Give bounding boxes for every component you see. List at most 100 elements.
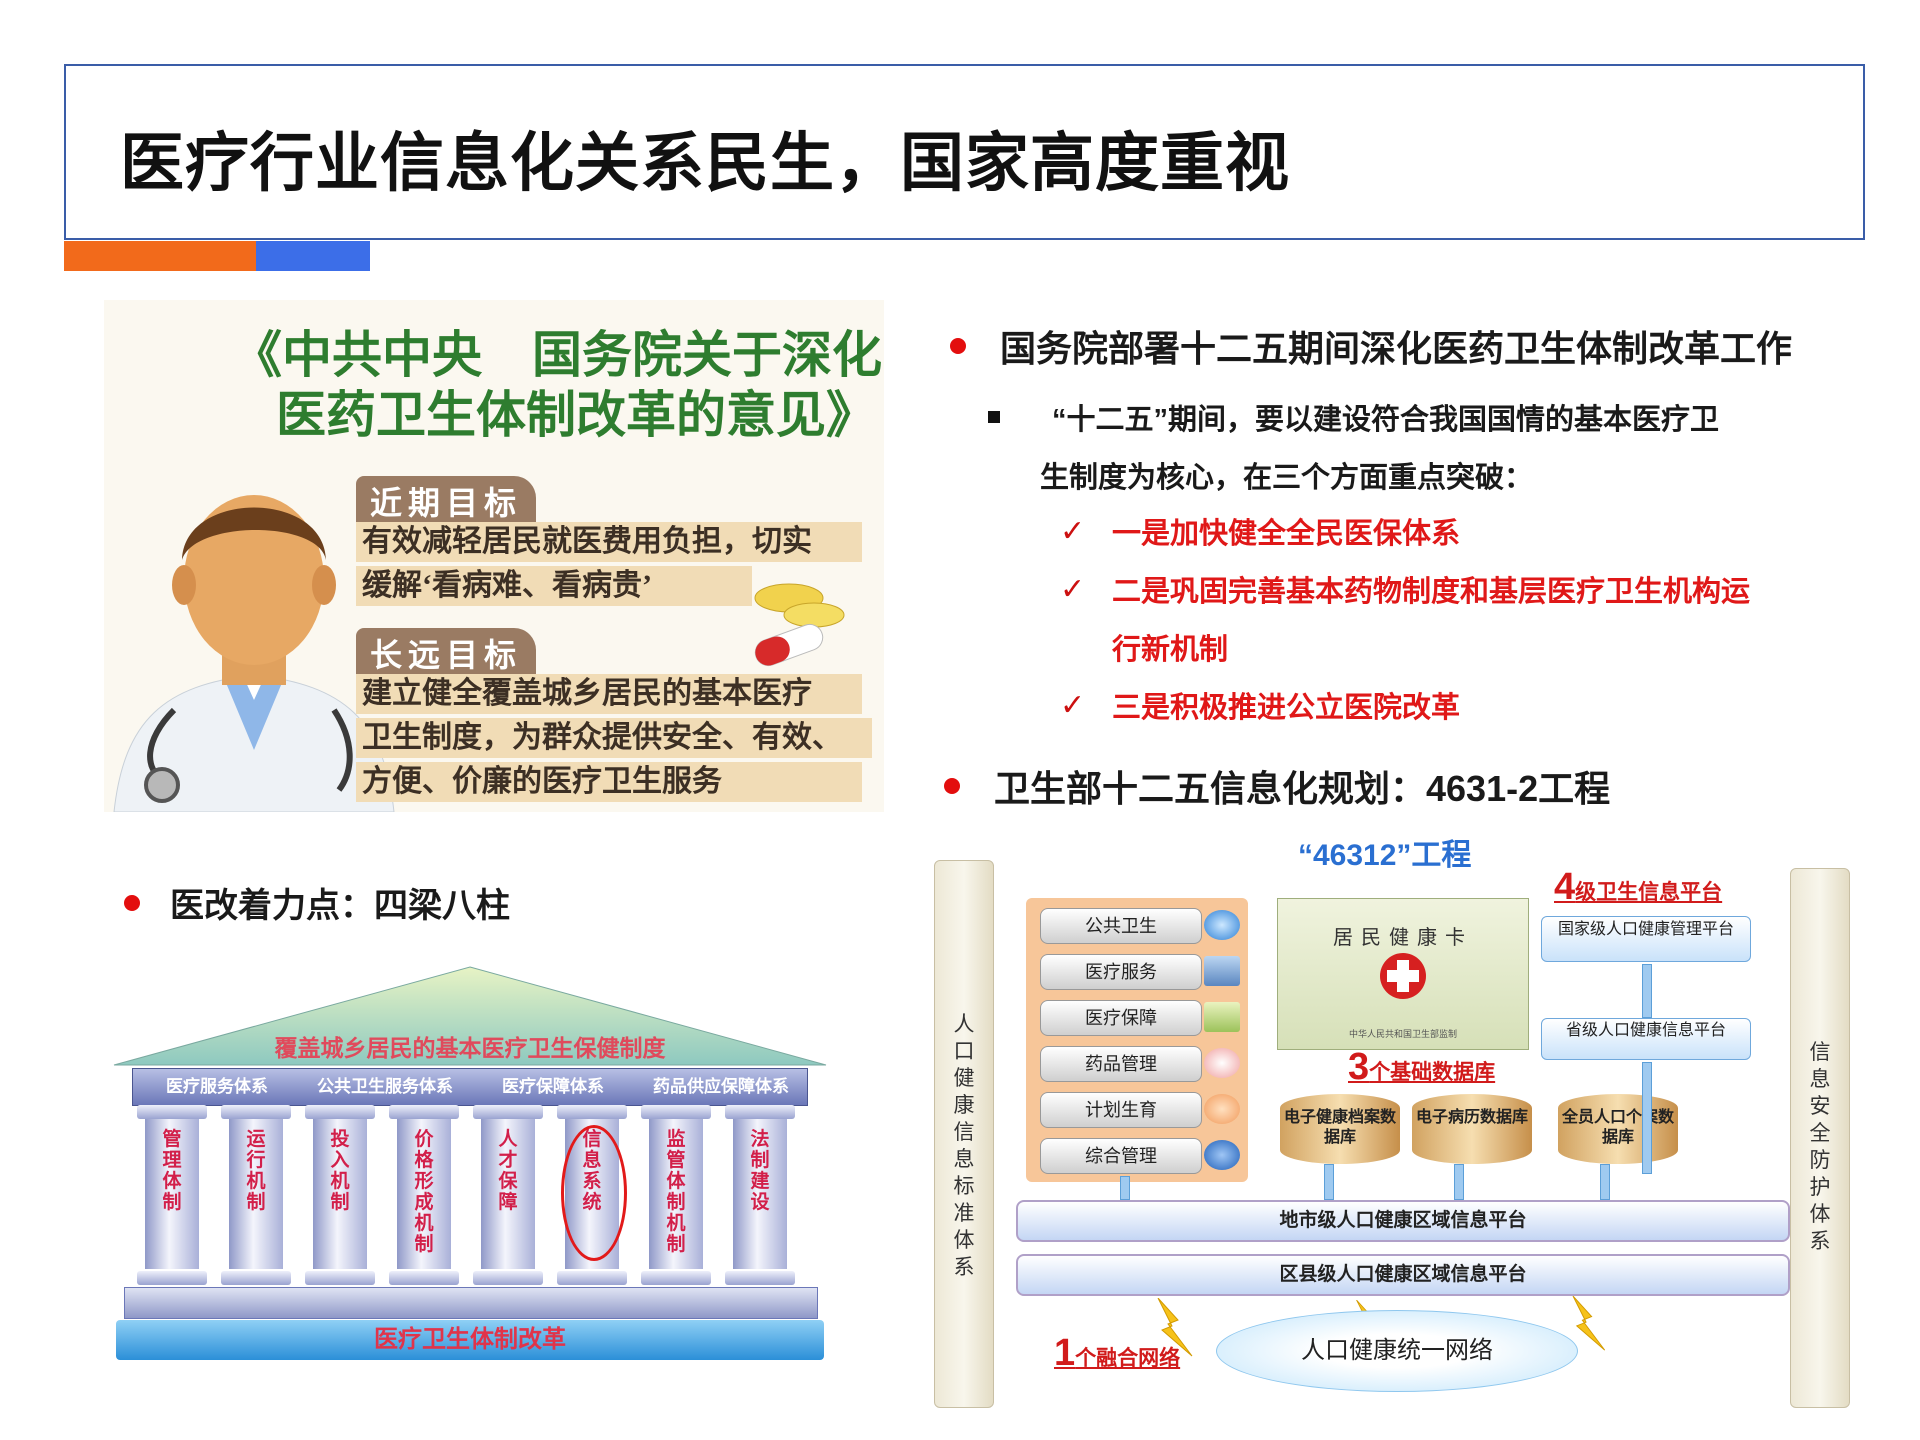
security-system-column: 信息安全防护体系 xyxy=(1790,868,1850,1408)
long-term-tag: 长远目标 xyxy=(356,628,537,678)
platform-count: 4 xyxy=(1554,866,1576,908)
medicine-icon xyxy=(1204,1048,1240,1078)
pillar-label: 人才保障 xyxy=(498,1129,518,1213)
arrow-vertical xyxy=(1120,1176,1130,1200)
checkmark-icon: ✓ xyxy=(1060,572,1086,606)
unified-network-cloud: 人口健康统一网络 xyxy=(1216,1310,1578,1392)
menu-item-medical-service: 医疗服务 xyxy=(1040,954,1202,990)
lightning-icon xyxy=(1572,1296,1606,1351)
beam-label: 医疗服务体系 xyxy=(166,1077,268,1096)
database-emr: 电子病历数据库 xyxy=(1412,1094,1532,1164)
pillar-label: 管理体制 xyxy=(162,1129,182,1213)
menu-item-general-management: 综合管理 xyxy=(1040,1138,1202,1174)
pillar-label: 监管体制机制 xyxy=(666,1129,686,1255)
database-ehr: 电子健康档案数据库 xyxy=(1280,1094,1400,1164)
temple-pillar: 人才保障 xyxy=(473,1105,543,1285)
policy-heading-line2: 医药卫生体制改革的意见》 xyxy=(276,387,876,443)
card-subtitle: 中华人民共和国卫生部监制 xyxy=(1348,1029,1457,1039)
near-term-line: 有效减轻居民就医费用负担，切实 xyxy=(356,522,862,562)
arrow-vertical xyxy=(1324,1164,1334,1200)
pillar-label: 法制建设 xyxy=(750,1129,770,1213)
base-label: 医疗卫生体制改革 xyxy=(374,1326,566,1353)
network-label: 个融合网络 xyxy=(1075,1347,1181,1370)
county-platform-bar: 区县级人口健康区域信息平台 xyxy=(1016,1254,1790,1296)
arrow-vertical xyxy=(1642,964,1652,1018)
near-term-line: 缓解‘看病难、看病贵’ xyxy=(356,566,752,606)
temple-beam: 医疗服务体系 公共卫生服务体系 医疗保障体系 药品供应保障体系 xyxy=(132,1068,808,1106)
bullet-text: 卫生部十二五信息化规划：4631-2工程 xyxy=(994,768,1611,809)
sub-bullet-line2: 生制度为核心，在三个方面重点突破： xyxy=(1040,454,1533,496)
province-platform: 省级人口健康信息平台 xyxy=(1541,1018,1751,1060)
check-text: 三是积极推进公立医院改革 xyxy=(1112,692,1461,724)
lightning-icon xyxy=(1157,1298,1193,1357)
health-card: 居民健康卡 中华人民共和国卫生部监制 xyxy=(1277,898,1529,1050)
city-platform-bar: 地市级人口健康区域信息平台 xyxy=(1016,1200,1790,1242)
bullet-reform-work: 国务院部署十二五期间深化医药卫生体制改革工作 xyxy=(950,320,1792,372)
roof-label: 覆盖城乡居民的基本医疗卫生保健制度 xyxy=(274,1035,666,1061)
platform-count-label: 4级卫生信息平台 xyxy=(1554,866,1722,909)
sub-bullet-line1: “十二五”期间，要以建设符合我国国情的基本医疗卫 xyxy=(988,396,1719,438)
sub-bullet-text: 生制度为核心，在三个方面重点突破： xyxy=(1040,462,1534,494)
network-count: 1 xyxy=(1054,1332,1076,1374)
temple-base: 医疗卫生体制改革 xyxy=(116,1320,824,1360)
four-beams-eight-pillars-diagram: 覆盖城乡居民的基本医疗卫生保健制度 医疗服务体系 公共卫生服务体系 医疗保障体系… xyxy=(110,965,830,1365)
db-label: 个基础数据库 xyxy=(1369,1061,1496,1084)
globe-icon xyxy=(1204,910,1240,940)
check-text: 一是加快健全全民医保体系 xyxy=(1112,518,1461,550)
check-text: 二是巩固完善基本药物制度和基层医疗卫生机构运 xyxy=(1112,576,1751,608)
standards-system-column: 人口健康信息标准体系 xyxy=(934,860,994,1408)
temple-pillar: 运行机制 xyxy=(221,1105,291,1285)
side-label: 信息安全防护体系 xyxy=(1809,1041,1831,1253)
checkmark-icon: ✓ xyxy=(1060,688,1086,722)
platform-label: 级卫生信息平台 xyxy=(1575,881,1723,904)
check-item-2-cont: 行新机制 xyxy=(1112,626,1228,668)
check-item-1: ✓ 一是加快健全全民医保体系 xyxy=(1060,510,1460,552)
accent-bar-blue xyxy=(256,241,370,271)
red-dot-icon xyxy=(950,338,966,354)
national-platform: 国家级人口健康管理平台 xyxy=(1541,916,1751,962)
title-box: 医疗行业信息化关系民生，国家高度重视 xyxy=(64,64,1865,240)
pillar-label: 价格形成机制 xyxy=(414,1129,434,1255)
insurance-card-icon xyxy=(1204,1002,1240,1032)
check-text: 行新机制 xyxy=(1112,634,1229,666)
diagram-title: “46312”工程 xyxy=(1298,839,1472,872)
family-icon xyxy=(1204,1094,1240,1124)
long-term-line: 建立健全覆盖城乡居民的基本医疗 xyxy=(356,674,862,714)
temple-pillar: 价格形成机制 xyxy=(389,1105,459,1285)
square-bullet-icon xyxy=(988,411,1000,423)
business-menu-panel: 公共卫生 医疗服务 医疗保障 药品管理 计划生育 综合管理 xyxy=(1026,898,1248,1182)
db-count-label: 3个基础数据库 xyxy=(1348,1046,1495,1089)
temple-pillar: 投入机制 xyxy=(305,1105,375,1285)
temple-pillar-highlighted: 信息系统 xyxy=(557,1105,627,1285)
database-population: 全员人口个案数据库 xyxy=(1558,1094,1678,1164)
near-term-tag: 近期目标 xyxy=(356,476,537,526)
pillar-label: 投入机制 xyxy=(330,1129,350,1213)
temple-pillar: 法制建设 xyxy=(725,1105,795,1285)
bullet-four-beams: 医改着力点：四梁八柱 xyxy=(124,878,510,927)
accent-bar-orange xyxy=(64,241,256,271)
long-term-line: 方便、价廉的医疗卫生服务 xyxy=(356,762,862,802)
menu-item-drug-management: 药品管理 xyxy=(1040,1046,1202,1082)
temple-step xyxy=(124,1287,818,1319)
check-item-2: ✓ 二是巩固完善基本药物制度和基层医疗卫生机构运 xyxy=(1060,568,1750,610)
temple-pillar: 监管体制机制 xyxy=(641,1105,711,1285)
pills-icon xyxy=(754,583,845,667)
arrow-vertical xyxy=(1454,1164,1464,1200)
policy-heading-line1: 《中共中央 国务院关于深化 xyxy=(232,327,882,383)
highlight-circle xyxy=(561,1125,627,1261)
menu-item-family-planning: 计划生育 xyxy=(1040,1092,1202,1128)
46312-project-diagram: “46312”工程 人口健康信息标准体系 信息安全防护体系 公共卫生 医疗服务 … xyxy=(934,830,1870,1430)
bullet-text: 医改着力点：四梁八柱 xyxy=(170,887,510,925)
bullet-text: 国务院部署十二五期间深化医药卫生体制改革工作 xyxy=(1000,328,1793,369)
long-term-line: 卫生制度，为群众提供安全、有效、 xyxy=(356,718,872,758)
arrow-vertical xyxy=(1600,1164,1610,1200)
checkmark-icon: ✓ xyxy=(1060,514,1086,548)
people-icon xyxy=(1204,1140,1240,1170)
arrow-vertical xyxy=(1642,1062,1652,1174)
pillar-label: 运行机制 xyxy=(246,1129,266,1213)
doctor-image-panel: 《中共中央 国务院关于深化 医药卫生体制改革的意见》 近期目标 有效减轻居民就医… xyxy=(104,300,884,812)
side-label: 人口健康信息标准体系 xyxy=(953,1013,975,1279)
menu-item-medical-insurance: 医疗保障 xyxy=(1040,1000,1202,1036)
hospital-icon xyxy=(1204,956,1240,986)
red-dot-icon xyxy=(124,894,140,911)
